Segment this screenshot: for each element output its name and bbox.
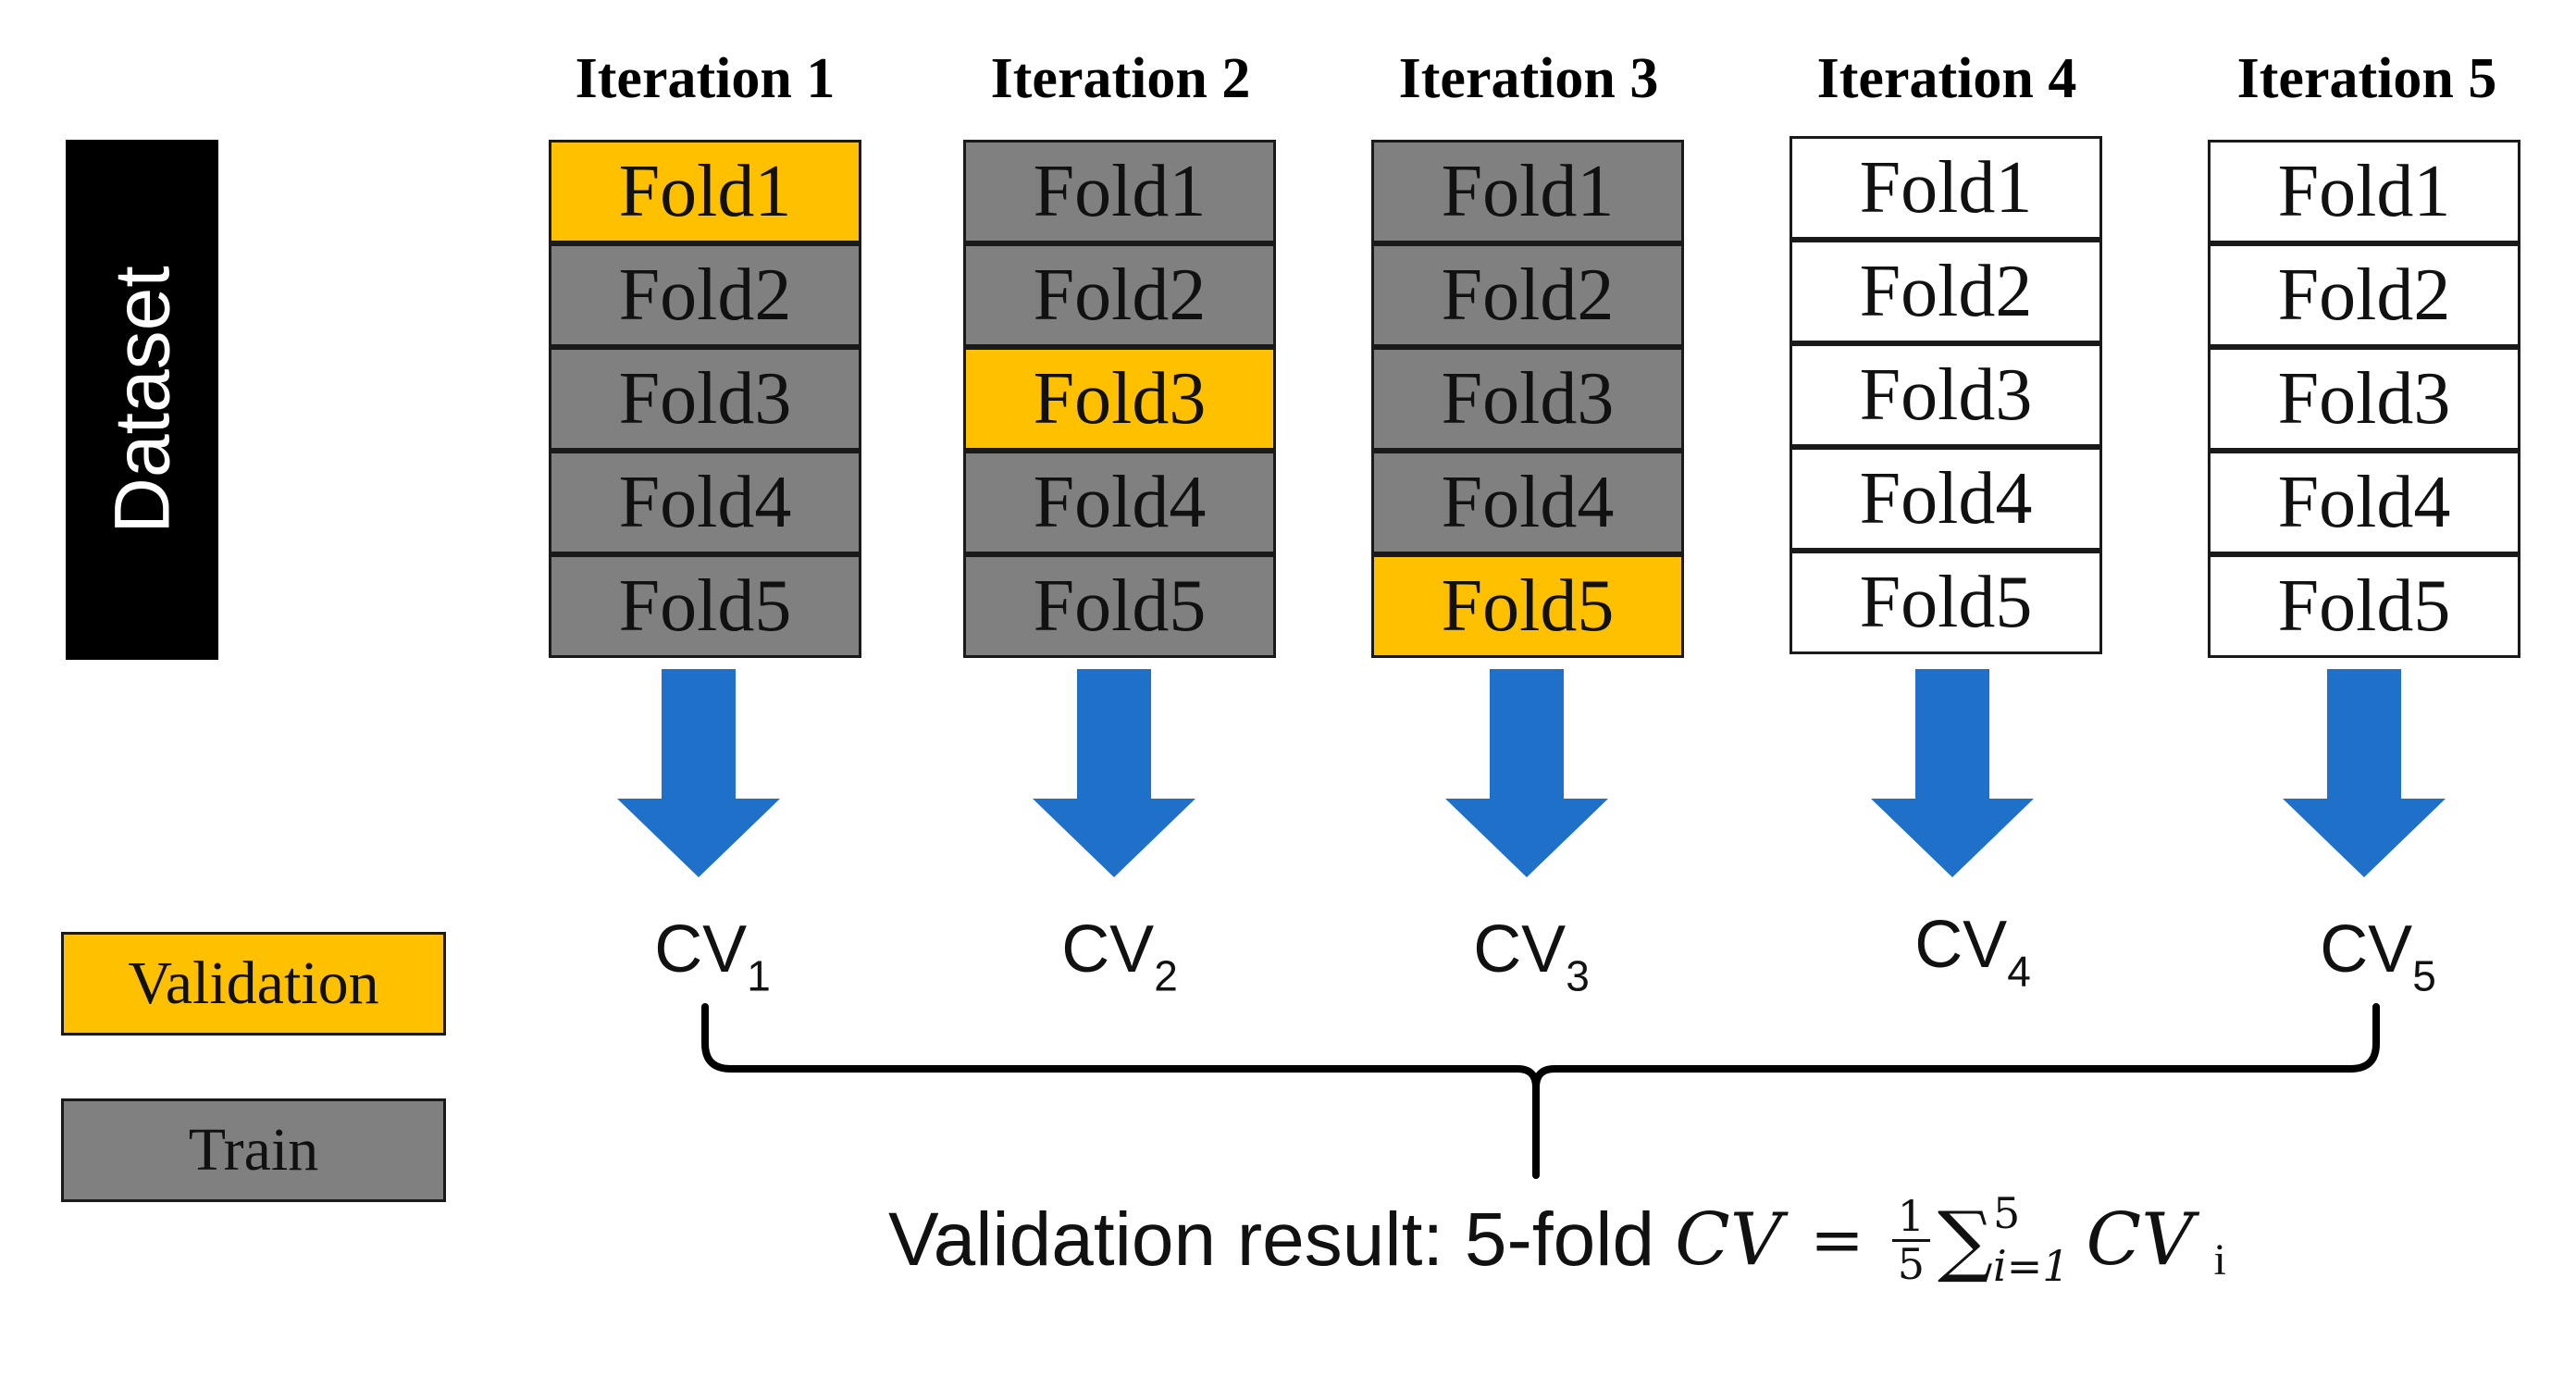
cv-label: CV3 [1430,912,1633,998]
fold-box: Fold1 [1371,140,1684,243]
cv-label: CV4 [1871,907,2074,993]
legend-validation: Validation [61,932,446,1036]
cv-subscript: 4 [2007,947,2031,996]
fold-box: Fold3 [2208,347,2520,451]
fold-box: Fold1 [2208,140,2520,243]
down-arrow-icon [617,669,780,877]
fold-box: Fold3 [963,347,1276,451]
cv-subscript: 5 [2412,951,2436,1000]
iteration-title: Iteration 4 [1816,47,2077,110]
cv-base: CV [1473,912,1567,986]
fold-box: Fold2 [2208,243,2520,347]
fold-box: Fold2 [549,243,861,347]
down-arrow-icon [1871,669,2034,877]
down-arrow-icon [1445,669,1608,877]
fold-box: Fold4 [1371,451,1684,554]
iteration-title: Iteration 5 [2236,47,2497,110]
cv-subscript: 2 [1154,951,1178,1000]
fold-box: Fold2 [1371,243,1684,347]
fold-box: Fold3 [1790,343,2102,447]
result-index: i [2213,1235,2226,1284]
fold-box: Fold1 [549,140,861,243]
fold-box: Fold5 [2208,554,2520,658]
result-equals: = [1810,1202,1864,1278]
summation-limits: 5 i=1 [1993,1187,2070,1294]
cv-subscript: 3 [1566,951,1590,1000]
fold-box: Fold1 [963,140,1276,243]
cv-subscript: 1 [747,951,771,1000]
cv-label: CV2 [1018,912,1221,998]
fraction: 1 5 [1891,1194,1931,1289]
cv-label: CV5 [2276,912,2480,998]
summation: ∑ 5 i=1 [1938,1187,2087,1294]
iteration-title: Iteration 1 [575,47,836,110]
iteration-title: Iteration 2 [990,47,1251,110]
fold-box: Fold3 [549,347,861,451]
fold-box: Fold5 [1790,551,2102,654]
cv-label: CV1 [611,912,814,998]
fold-box: Fold2 [963,243,1276,347]
result-term: CV [2086,1198,2194,1282]
fold-box: Fold4 [2208,451,2520,554]
fold-box: Fold1 [1790,136,2102,240]
fraction-denominator: 5 [1897,1238,1926,1289]
result-text: Validation result: 5-fold [888,1197,1655,1282]
validation-result-formula: Validation result: 5-fold CV = 1 5 ∑ 5 i… [888,1187,2226,1294]
fold-box: Fold4 [549,451,861,554]
fold-box: Fold3 [1371,347,1684,451]
cv-base: CV [2320,912,2413,986]
cv-base: CV [1914,908,2008,982]
fold-box: Fold4 [963,451,1276,554]
fold-box: Fold5 [963,554,1276,658]
down-arrow-icon [2283,669,2446,877]
fold-box: Fold4 [1790,447,2102,551]
summation-upper: 5 [1992,1187,2021,1238]
summation-lower: i=1 [1992,1241,2070,1291]
cv-base: CV [1061,912,1155,986]
fraction-numerator: 1 [1891,1194,1931,1242]
dataset-bar: Dataset [66,140,218,660]
down-arrow-icon [1033,669,1195,877]
fold-box: Fold2 [1790,240,2102,343]
iteration-title: Iteration 3 [1398,47,1659,110]
cv-base: CV [654,912,748,986]
result-lhs: CV [1675,1198,1783,1282]
sigma-symbol: ∑ [1938,1195,1993,1285]
fold-box: Fold5 [1371,554,1684,658]
fold-box: Fold5 [549,554,861,658]
legend-train: Train [61,1098,446,1202]
